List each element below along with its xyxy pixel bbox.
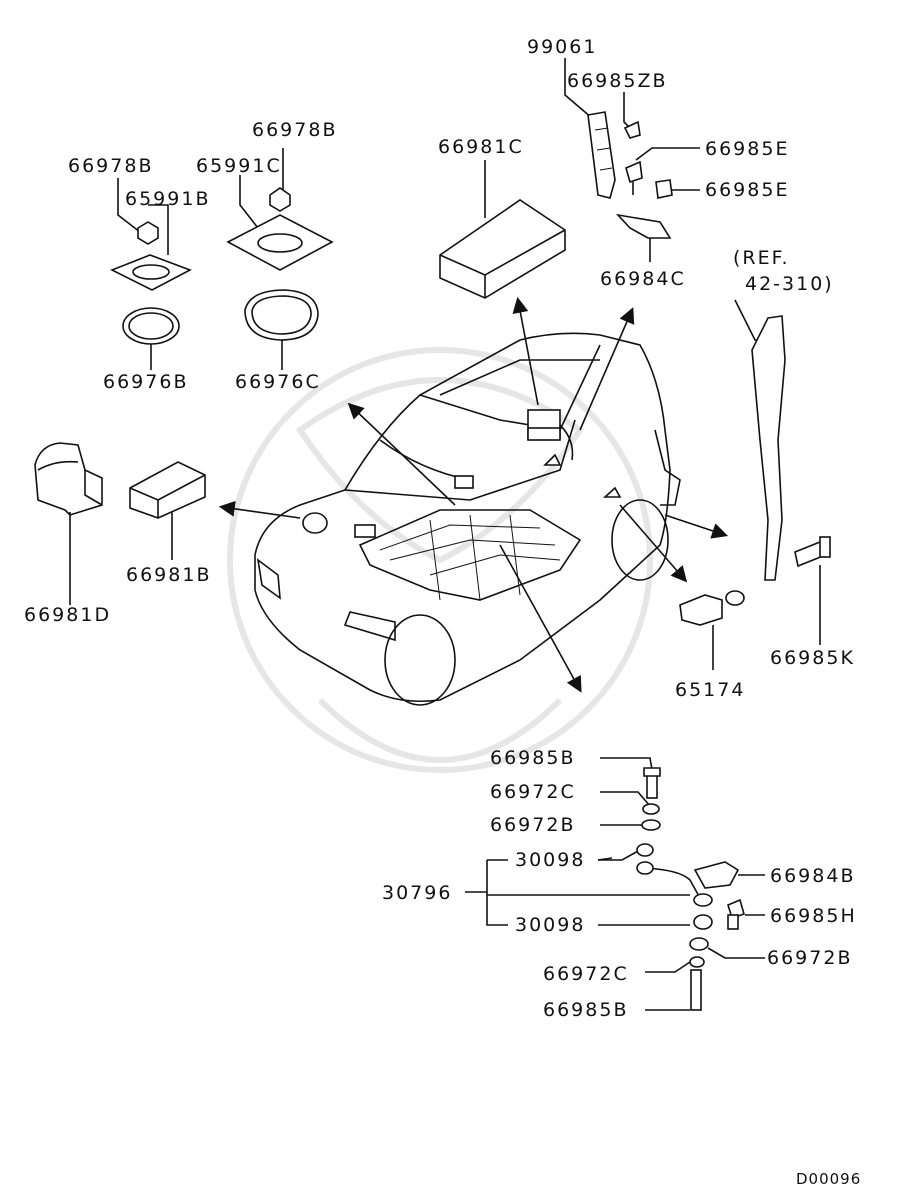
part-65174-sensor <box>679 590 745 670</box>
watermark-emblem <box>227 347 653 773</box>
label-66972B-bottom: 66972B <box>767 947 853 969</box>
leader-lines <box>597 857 613 861</box>
label-66985H: 66985H <box>770 905 857 927</box>
label-30098-top: 30098 <box>515 849 586 871</box>
label-65991C: 65991C <box>196 155 282 177</box>
label-66984B: 66984B <box>770 865 856 887</box>
label-66981B: 66981B <box>126 564 212 586</box>
direction-arrows <box>218 296 729 693</box>
part-group-left-mounts <box>110 178 192 370</box>
part-99061-bracket <box>564 58 700 262</box>
label-66985B-bottom: 66985B <box>543 999 629 1021</box>
label-66972B-top: 66972B <box>490 814 576 836</box>
part-66985K-bolt <box>794 536 831 645</box>
ground-cable-assembly <box>465 757 765 1011</box>
label-66976C: 66976C <box>235 371 321 393</box>
label-66972C-top: 66972C <box>490 781 576 803</box>
label-66985E-lower: 66985E <box>705 179 790 201</box>
label-66985B-top: 66985B <box>490 747 576 769</box>
label-66985ZB: 66985ZB <box>567 70 668 92</box>
label-ref-line2: 42-310) <box>745 273 834 295</box>
label-65174: 65174 <box>675 679 746 701</box>
label-99061: 99061 <box>527 36 598 58</box>
label-66985E-upper: 66985E <box>705 138 790 160</box>
part-66981C-box <box>439 160 566 299</box>
label-66985K: 66985K <box>770 647 855 669</box>
label-66978B-right: 66978B <box>252 119 338 141</box>
part-group-right-mounts <box>226 148 334 370</box>
label-65991B: 65991B <box>125 188 211 210</box>
label-ref-line1: (REF. <box>733 247 790 269</box>
label-66972C-bottom: 66972C <box>543 963 629 985</box>
label-66984C: 66984C <box>600 268 686 290</box>
part-66981D-block <box>34 442 103 605</box>
label-66978B-left: 66978B <box>68 155 154 177</box>
label-30796: 30796 <box>382 882 453 904</box>
part-66981B-box <box>129 461 206 560</box>
label-66981D: 66981D <box>24 604 112 626</box>
ref-42-310-strip <box>734 299 786 581</box>
label-66976B: 66976B <box>103 371 189 393</box>
vehicle-outline <box>254 332 681 706</box>
diagram-code: D00096 <box>796 1170 862 1188</box>
label-30098-bottom: 30098 <box>515 914 586 936</box>
label-66981C: 66981C <box>438 136 524 158</box>
